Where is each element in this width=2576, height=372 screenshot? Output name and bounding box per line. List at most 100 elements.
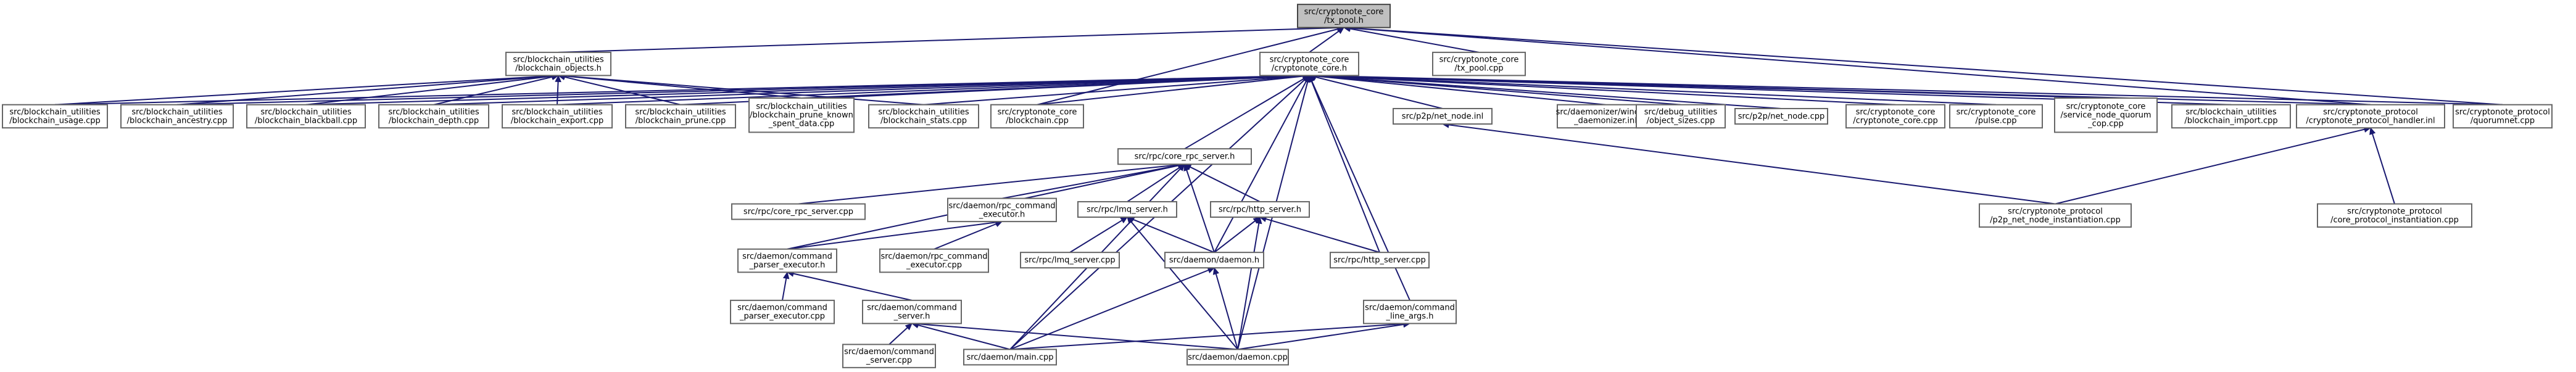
- file-node-bc-prune[interactable]: src/blockchain_utilities/blockchain_prun…: [625, 104, 736, 129]
- node-box: [731, 203, 866, 220]
- edge-line: [793, 273, 913, 301]
- node-box: [246, 104, 366, 129]
- node-label-line: src/rpc/lmq_server.h: [1087, 205, 1168, 214]
- edge-line: [1190, 166, 1261, 202]
- file-node-bc-usage[interactable]: src/blockchain_utilities/blockchain_usag…: [2, 104, 108, 129]
- edge-line: [1315, 75, 1782, 109]
- node-label-line: _server.cpp: [866, 356, 912, 365]
- edge-line: [801, 75, 1304, 99]
- edge-arrowhead: [1183, 163, 1190, 172]
- node-box: [625, 104, 736, 129]
- file-node-cn-core-cpp[interactable]: src/cryptonote_core/cryptonote_core.cpp: [1845, 104, 1945, 129]
- node-label-line: src/daemon/command: [867, 304, 957, 313]
- node-label-line: /cryptonote_protocol_handler.inl: [2306, 116, 2435, 125]
- node-box: [862, 299, 962, 324]
- file-node-daemon-cpp[interactable]: src/daemon/daemon.cpp: [1187, 349, 1289, 366]
- edge-line: [1132, 218, 1215, 254]
- include-edge: [1214, 217, 1261, 253]
- edge-arrowhead: [2369, 127, 2376, 135]
- file-node-bc-stats[interactable]: src/blockchain_utilities/blockchain_stat…: [868, 104, 979, 129]
- file-node-daemon-cmd-parser-cpp[interactable]: src/daemon/command_parser_executor.cpp: [730, 299, 835, 324]
- edge-line: [917, 323, 1238, 350]
- file-node-daemon-h[interactable]: src/daemon/daemon.h: [1164, 252, 1264, 269]
- node-box: [879, 248, 989, 273]
- node-box: [1117, 148, 1252, 165]
- file-node-daemon-rpc-exec-cpp[interactable]: src/daemon/rpc_command_executor.cpp: [879, 248, 989, 273]
- node-label-line: src/cryptonote_protocol: [2347, 207, 2442, 216]
- file-node-cn-proto-core-inst[interactable]: src/cryptonote_protocol/core_protocol_in…: [2317, 203, 2472, 228]
- edge-line: [1186, 170, 1215, 253]
- edge-line: [1001, 165, 1179, 199]
- node-box: [2317, 203, 2472, 228]
- file-node-p2p-net-node-inst[interactable]: src/cryptonote_protocol/p2p_net_node_ins…: [1979, 203, 2132, 228]
- node-box: [1297, 4, 1391, 28]
- file-node-rpc-lmq-h[interactable]: src/rpc/lmq_server.h: [1077, 200, 1177, 218]
- include-edge: [2055, 126, 2372, 205]
- node-box: [990, 104, 1084, 129]
- file-node-rpc-core-cpp[interactable]: src/rpc/core_rpc_server.cpp: [731, 203, 866, 220]
- node-label-line: /blockchain_prune_known: [750, 111, 853, 120]
- node-label-line: src/daemon/command: [1365, 304, 1455, 313]
- file-node-cn-proto-quorumnet[interactable]: src/cryptonote_protocol/quorumnet.cpp: [2453, 104, 2553, 129]
- file-node-daemon-cmd-server-cpp[interactable]: src/daemon/command_server.cpp: [842, 344, 936, 368]
- file-node-bc-import[interactable]: src/blockchain_utilities/blockchain_impo…: [2171, 104, 2291, 129]
- file-node-cn-blockchain[interactable]: src/cryptonote_core/blockchain.cpp: [990, 104, 1084, 129]
- include-edge: [1009, 267, 1216, 350]
- file-node-bc-blackball[interactable]: src/blockchain_utilities/blockchain_blac…: [246, 104, 366, 129]
- file-node-cn-proto-handler[interactable]: src/cryptonote_protocol/cryptonote_proto…: [2296, 104, 2445, 129]
- node-label-line: src/p2p/net_node.cpp: [1738, 112, 1825, 121]
- file-node-rpc-http-cpp[interactable]: src/rpc/http_server.cpp: [1330, 252, 1430, 269]
- edge-line: [558, 27, 1338, 53]
- node-box: [2054, 97, 2158, 133]
- file-node-bc-ancestry[interactable]: src/blockchain_utilities/blockchain_ance…: [120, 104, 234, 129]
- edge-line: [787, 221, 996, 250]
- node-box: [2, 104, 108, 129]
- node-label-line: src/rpc/http_server.cpp: [1333, 256, 1425, 265]
- file-node-rpc-http-h[interactable]: src/rpc/http_server.h: [1210, 200, 1310, 218]
- file-node-debug-obj-sizes[interactable]: src/debug_utilities/object_sizes.cpp: [1636, 104, 1726, 129]
- file-node-bc-depth[interactable]: src/blockchain_utilities/blockchain_dept…: [378, 104, 489, 129]
- node-label-line: src/cryptonote_core: [1270, 56, 1349, 65]
- edge-line: [1009, 323, 1404, 350]
- include-edge: [1126, 217, 1215, 254]
- file-node-bc-export[interactable]: src/blockchain_utilities/blockchain_expo…: [502, 104, 613, 129]
- node-label-line: /cryptonote_core.cpp: [1853, 116, 1938, 125]
- node-label-line: src/blockchain_utilities: [878, 107, 969, 117]
- file-node-cn-core-h[interactable]: src/cryptonote_core/cryptonote_core.h: [1259, 51, 1359, 76]
- node-label-line: src/daemon/command: [737, 304, 827, 313]
- node-box: [868, 104, 979, 129]
- node-box: [2453, 104, 2553, 129]
- node-box: [1734, 107, 1828, 125]
- node-box: [1393, 107, 1493, 125]
- file-node-daemon-cmd-parser-h[interactable]: src/daemon/command_parser_executor.h: [737, 248, 837, 273]
- node-label-line: /tx_pool.h: [1324, 16, 1364, 25]
- node-label-line: src/cryptonote_protocol: [2008, 207, 2103, 216]
- file-node-rpc-lmq-cpp[interactable]: src/rpc/lmq_server.cpp: [1020, 252, 1120, 269]
- edge-arrowhead: [1256, 216, 1262, 225]
- edge-line: [1214, 220, 1256, 253]
- file-node-tx-pool-cpp[interactable]: src/cryptonote_core/tx_pool.cpp: [1432, 51, 1526, 76]
- file-node-bc-objects-h[interactable]: src/blockchain_utilities/blockchain_obje…: [505, 51, 611, 76]
- file-node-daemon-cmd-server-h[interactable]: src/daemon/command_server.h: [862, 299, 962, 324]
- node-label-line: _daemonizer.inl: [1573, 116, 1637, 125]
- node-box: [1432, 51, 1526, 76]
- edge-line: [1309, 30, 1340, 53]
- file-node-daemon-rpc-exec-h[interactable]: src/daemon/rpc_command_executor.h: [947, 197, 1057, 223]
- node-label-line: /pulse.cpp: [1975, 116, 2016, 125]
- file-node-p2p-net-node-inl[interactable]: src/p2p/net_node.inl: [1393, 107, 1493, 125]
- edge-line: [798, 164, 1179, 205]
- node-label-line: src/daemon/rpc_command: [881, 252, 988, 262]
- file-node-cn-pulse[interactable]: src/cryptonote_core/pulse.cpp: [1949, 104, 2043, 129]
- edge-arrowhead: [905, 323, 913, 331]
- file-node-bc-prune-known[interactable]: src/blockchain_utilities/blockchain_prun…: [748, 97, 855, 133]
- file-node-rpc-core-h[interactable]: src/rpc/core_rpc_server.h: [1117, 148, 1252, 165]
- file-node-p2p-net-node-cpp[interactable]: src/p2p/net_node.cpp: [1734, 107, 1828, 125]
- node-box: [1979, 203, 2132, 228]
- node-box: [1636, 104, 1726, 129]
- node-label-line: src/daemonizer/windows: [1556, 107, 1655, 117]
- node-box: [1210, 200, 1310, 218]
- file-node-daemon-main[interactable]: src/daemon/main.cpp: [963, 349, 1057, 366]
- file-node-daemon-cmd-line-h[interactable]: src/daemon/command_line_args.h: [1363, 299, 1457, 324]
- node-box: [737, 248, 837, 273]
- file-node-cn-sn-quorum[interactable]: src/cryptonote_core/service_node_quorum_…: [2054, 97, 2158, 133]
